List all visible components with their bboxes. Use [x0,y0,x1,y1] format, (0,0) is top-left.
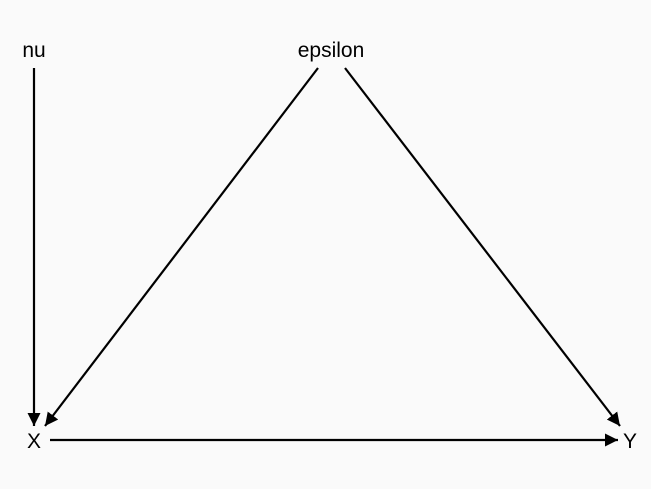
edge-epsilon-to-x [44,67,319,427]
node-y: Y [623,430,637,453]
node-epsilon: epsilon [298,39,365,62]
node-x: X [27,430,41,453]
edge-epsilon-to-y [344,67,621,427]
node-nu: nu [22,39,45,62]
